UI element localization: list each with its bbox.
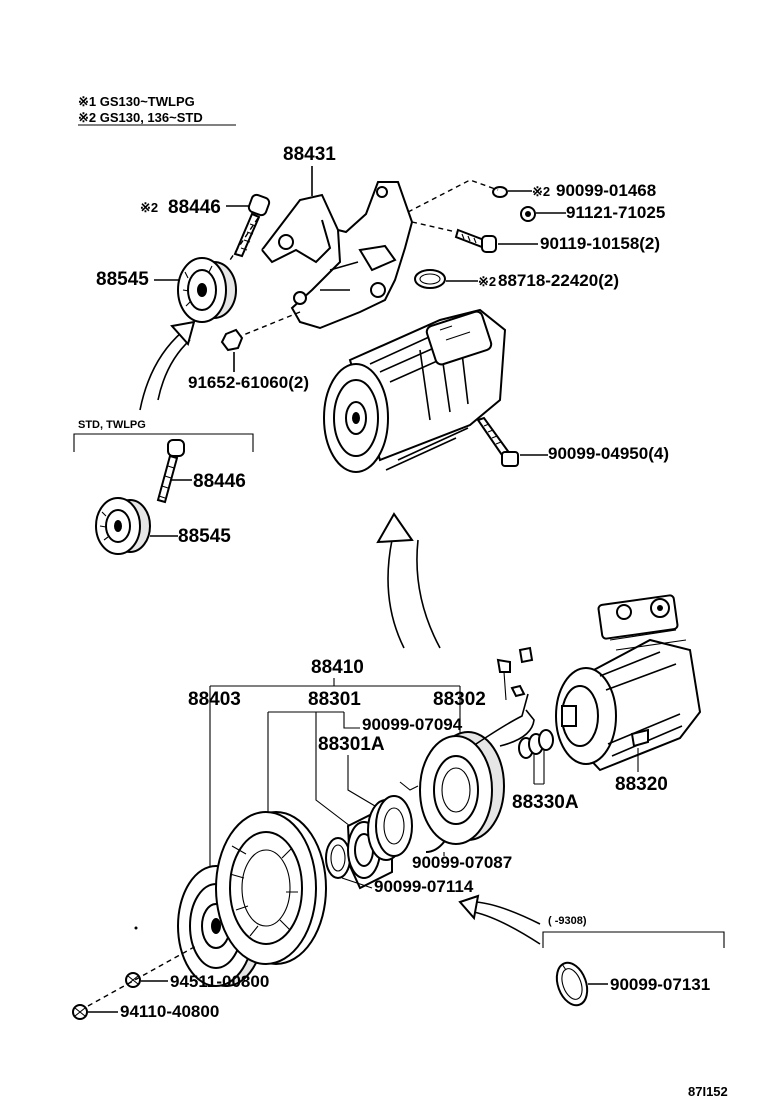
nut-91121-71025-drawing: [520, 206, 536, 222]
label-90099-07087: 90099-07087: [412, 853, 512, 872]
arrow-clutch-to-compressor: [376, 512, 441, 649]
label-88545-std: 88545: [178, 526, 231, 547]
snap-ring-90099-07131-drawing: [555, 961, 589, 1007]
compressor-88320-drawing: [555, 594, 702, 772]
label-91652-61060: 91652-61060(2): [188, 373, 309, 392]
o-ring-88718-22420-drawing: [414, 269, 446, 289]
label-88320: 88320: [615, 774, 668, 795]
mark-88718-22420: ※2: [478, 274, 496, 289]
label-90099-07094: 90099-07094: [362, 715, 463, 734]
label-94511-00800: 94511-00800: [170, 972, 269, 991]
label-91121-71025: 91121-71025: [566, 203, 665, 222]
nut-94110-40800-drawing: [72, 1004, 88, 1020]
figure-code: 87I152: [688, 1084, 728, 1099]
shims-88330A-drawing: [518, 729, 554, 759]
label-88431: 88431: [283, 144, 336, 165]
bracket-88431-drawing: [261, 181, 414, 330]
date-range-bracket: [542, 931, 725, 948]
leader-90099-07114: [341, 877, 373, 889]
washer-90099-01468-drawing: [492, 186, 508, 198]
dash-line-a: [407, 179, 499, 213]
bracket-88410: [210, 678, 460, 687]
label-88301: 88301: [308, 689, 361, 710]
dash-line-lower: [87, 945, 197, 1007]
note-1: ※1 GS130~TWLPG: [78, 94, 195, 109]
bolt-90119-10158-drawing: [454, 228, 497, 253]
leader-90099-07094: [343, 712, 360, 729]
label-88545-top: 88545: [96, 269, 149, 290]
mark-90099-01468: ※2: [532, 184, 550, 199]
compressor-upper-drawing: [323, 308, 507, 473]
arrow-std-to-pulley: [139, 320, 196, 411]
label-90119-10158: 90119-10158(2): [540, 234, 660, 253]
label-90099-01468: 90099-01468: [556, 181, 656, 200]
dash-line-b: [411, 221, 457, 233]
snap-ring-90099-07114-drawing: [325, 837, 351, 879]
mark-88446-top: ※2: [140, 200, 158, 215]
label-88718-22420: 88718-22420(2): [498, 271, 619, 290]
label-90099-07131: 90099-07131: [610, 975, 710, 994]
dash-line-c: [235, 311, 301, 339]
label-88403: 88403: [188, 689, 241, 710]
nut-94511-00800-drawing: [125, 972, 141, 988]
bolt-88446-std-drawing: [156, 439, 185, 504]
note-2: ※2 GS130, 136~STD: [78, 110, 203, 125]
label-88446-top: 88446: [168, 197, 221, 218]
rotor-pulley-drawing: [215, 811, 327, 965]
label-94110-40800: 94110-40800: [120, 1002, 219, 1021]
idler-pulley-88545-std-drawing: [95, 497, 151, 555]
std-twlpg-group-label: STD, TWLPG: [78, 419, 146, 431]
nut-91652-61060-drawing: [220, 328, 244, 352]
date-range-label: ( -9308): [548, 915, 587, 927]
label-88446-std: 88446: [193, 471, 246, 492]
leader-88301A-a: [315, 712, 351, 827]
idler-pulley-88545-top-drawing: [177, 257, 237, 323]
label-88330A: 88330A: [512, 792, 579, 813]
std-twlpg-bracket: [73, 433, 254, 452]
label-90099-04950: 90099-04950(4): [548, 444, 669, 463]
arrow-date-to-clutch: [458, 894, 541, 945]
label-88302: 88302: [433, 689, 486, 710]
field-coil-88302-drawing: [419, 646, 535, 845]
bolt-90099-04950-drawing: [476, 416, 519, 467]
label-90099-07114: 90099-07114: [374, 877, 474, 896]
label-88410: 88410: [311, 657, 364, 678]
dot-mark: [134, 926, 138, 930]
bracket-88330A: [533, 750, 545, 785]
leader-88301A-b: [347, 755, 376, 807]
field-coil-ring-drawing: [367, 795, 413, 861]
label-88301A: 88301A: [318, 734, 385, 755]
